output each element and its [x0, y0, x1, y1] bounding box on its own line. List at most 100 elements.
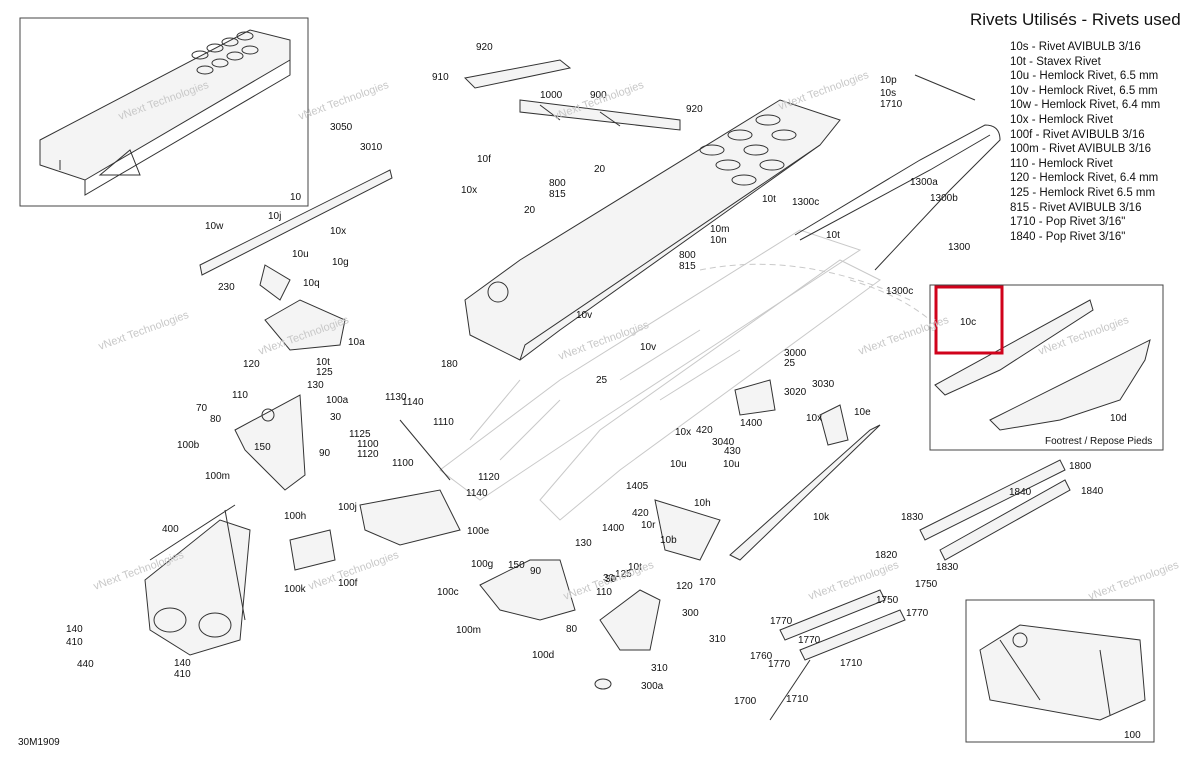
callout-label: 10g [332, 257, 349, 268]
callout-label: 815 [679, 261, 696, 272]
frame-inset-drawing [979, 624, 1146, 721]
callout-label: 90 [530, 566, 542, 577]
callout-label: 10k [813, 512, 830, 523]
callout-label: 30 [605, 574, 617, 585]
callout-label: 1710 [880, 99, 903, 110]
callout-label: 300 [682, 608, 699, 619]
callout-label: 1120 [357, 449, 379, 460]
callout-label: 100a [326, 395, 349, 406]
callout-label: 1700 [734, 696, 757, 707]
callout-label: 420 [632, 508, 649, 519]
callout-label: 400 [162, 524, 179, 535]
callout-label: 130 [307, 380, 324, 391]
callout-label: 10x [675, 427, 691, 438]
callout-label: 100m [205, 471, 230, 482]
callout-label: 10v [640, 342, 656, 353]
callout-label: 170 [699, 577, 716, 588]
left-frame-pieces [144, 299, 346, 656]
callout-label: 1820 [875, 550, 898, 561]
callout-label: 1770 [798, 635, 821, 646]
callout-label: 10v [576, 310, 592, 321]
callout-label: 30 [330, 412, 342, 423]
legend-item: 10t - Stavex Rivet [1010, 55, 1101, 68]
legend-item: 10w - Hemlock Rivet, 6.4 mm [1010, 99, 1161, 112]
callout-label: 10n [710, 235, 727, 246]
callout-label: 1750 [915, 579, 938, 590]
callout-label: 70 [196, 403, 208, 414]
callout-label: 100g [471, 559, 493, 570]
legend-item: 125 - Hemlock Rivet 6.5 mm [1010, 186, 1156, 199]
callout-label: 80 [566, 624, 578, 635]
main-tunnel [464, 99, 841, 361]
callout-label: 1400 [740, 418, 763, 429]
callout-label: 3040 [712, 437, 735, 448]
legend-item: 110 - Hemlock Rivet [1010, 157, 1113, 170]
callout-label: 1000 [540, 90, 563, 101]
legend-item: 10s - Rivet AVIBULB 3/16 [1010, 41, 1141, 53]
callout-label: 1770 [768, 659, 791, 670]
callout-label: 10x [330, 226, 346, 237]
callout-label: 440 [77, 659, 94, 670]
highlight-box-10c [934, 285, 1004, 355]
callout-label: 920 [686, 104, 703, 115]
callout-label: 230 [218, 282, 235, 293]
legend-item: 10v - Hemlock Rivet, 6.5 mm [1010, 84, 1158, 97]
callout-label: 20 [594, 164, 606, 175]
watermark-text: vNext Technologies [97, 309, 191, 353]
callout-label: 815 [549, 189, 566, 200]
bracket-910 [463, 59, 572, 89]
callout-label: 1130 [385, 392, 407, 403]
callout-label: 1710 [786, 694, 809, 705]
watermark-text: vNext Technologies [1087, 559, 1181, 603]
callout-label: 310 [709, 634, 726, 645]
callout-label: 10t [316, 357, 330, 368]
callout-label: 1300c [792, 197, 819, 208]
callout-label: 125 [316, 367, 333, 378]
legend-item: 100f - Rivet AVIBULB 3/16 [1010, 128, 1145, 141]
callout-label: 900 [590, 90, 607, 101]
callout-label: 10s [880, 88, 896, 99]
callout-label: 10u [292, 249, 309, 260]
legend-item: 10u - Hemlock Rivet, 6.5 mm [1010, 70, 1159, 83]
footrest-caption: Footrest / Repose Pieds [1045, 436, 1152, 447]
callout-label: 100d [532, 650, 554, 661]
callout-label: 800 [549, 178, 566, 189]
callout-label: 1830 [936, 562, 959, 573]
callout-label: 910 [432, 72, 449, 83]
tunnel-inset-drawing [39, 29, 291, 196]
callout-label: 1120 [478, 472, 500, 483]
callout-label: 25 [596, 375, 608, 386]
callout-label: 10a [348, 337, 365, 348]
callout-label: 10j [268, 211, 281, 222]
callout-label: 10t [826, 230, 840, 241]
callout-label: 3020 [784, 387, 807, 398]
bracket-900 [519, 99, 681, 131]
callout-label: 10x [461, 185, 477, 196]
callout-label: 150 [508, 560, 525, 571]
callout-label: 10f [477, 154, 491, 165]
callout-label: 1300b [930, 193, 958, 204]
footrest-label-10c: 10c [960, 317, 976, 328]
callout-label: 1400 [602, 523, 625, 534]
callout-label: 1800 [1069, 461, 1092, 472]
callout-label: 10e [854, 407, 871, 418]
callout-label: 80 [210, 414, 222, 425]
legend-item: 100m - Rivet AVIBULB 3/16 [1010, 143, 1152, 156]
callout-label: 1140 [466, 488, 488, 499]
center-parts [289, 379, 849, 690]
callout-label: 100b [177, 440, 200, 451]
callout-label: 1100 [392, 458, 414, 469]
callout-label: 1710 [840, 658, 863, 669]
callout-label: 1300 [948, 242, 971, 253]
callout-label: 410 [174, 669, 191, 680]
callout-label: 430 [724, 446, 741, 457]
callout-label: 10b [660, 535, 677, 546]
watermark-text: vNext Technologies [297, 79, 391, 123]
callout-label: 10r [641, 520, 656, 531]
drawing-code: 30M1909 [18, 737, 60, 748]
callout-label: 100j [338, 502, 357, 513]
callout-label: 1770 [906, 608, 929, 619]
ghost-chassis [439, 229, 931, 521]
